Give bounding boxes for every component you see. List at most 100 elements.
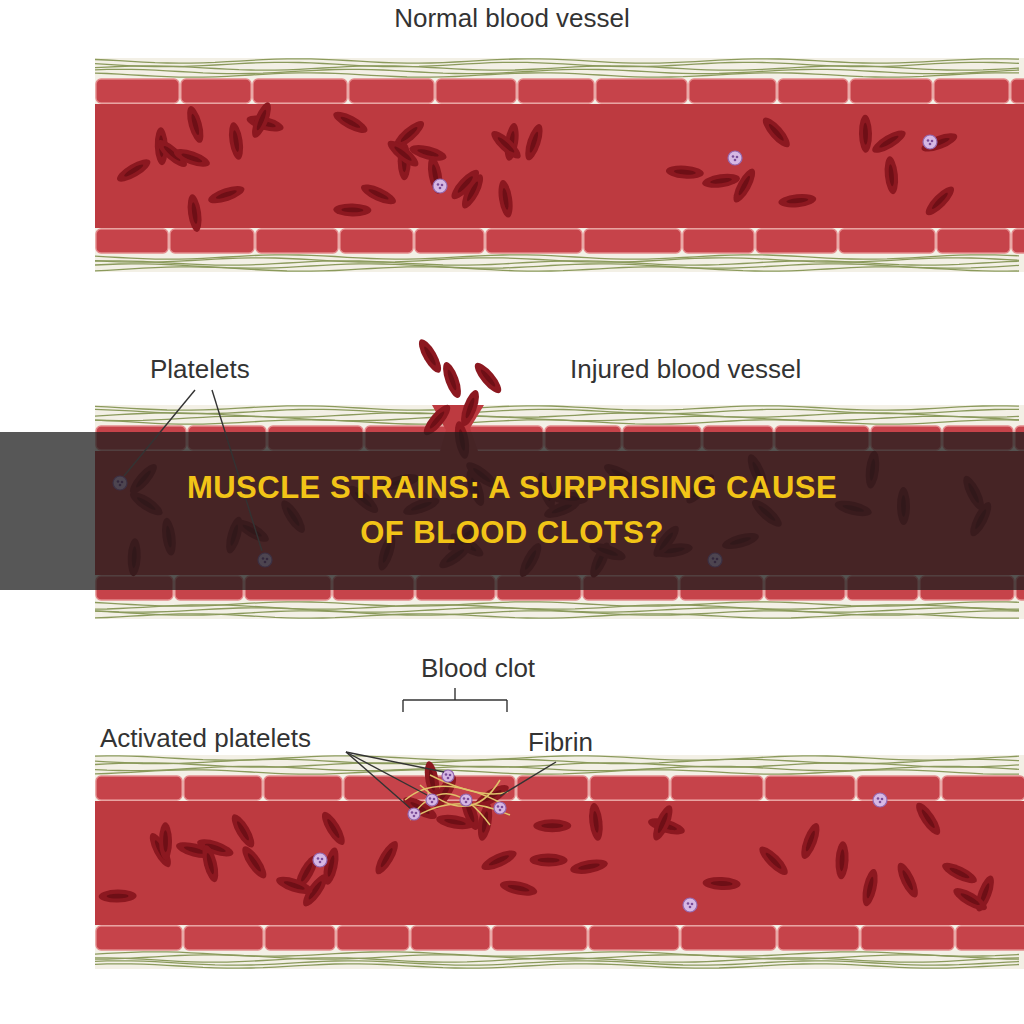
- bracket: [454, 688, 455, 700]
- red-blood-cell-body: [859, 115, 873, 153]
- red-blood-cell-body: [318, 809, 349, 848]
- red-blood-cell: [522, 122, 546, 162]
- blood-clot: [400, 760, 511, 842]
- vessel-lumen: [95, 801, 1024, 925]
- platelet-granule: [927, 139, 930, 142]
- red-blood-cell-center: [246, 852, 262, 873]
- title: MUSCLE STRAINS: A SURPRISING CAUSE OF BL…: [172, 466, 852, 556]
- red-blood-cell-center: [326, 818, 342, 839]
- red-blood-cell: [488, 127, 525, 162]
- red-blood-cell: [227, 121, 246, 161]
- red-blood-cell-center: [163, 830, 168, 852]
- red-blood-cell-center: [786, 197, 808, 204]
- endothelial-cell: [778, 926, 859, 950]
- platelet-granule: [467, 798, 470, 801]
- red-blood-cell: [439, 360, 464, 400]
- platelet: [728, 151, 742, 165]
- red-blood-cell: [530, 853, 568, 866]
- red-blood-cell-body: [759, 114, 794, 151]
- endothelial-cell: [689, 79, 776, 103]
- red-blood-cell-body: [533, 819, 571, 832]
- platelet-granule: [877, 797, 880, 800]
- red-blood-cell-body: [860, 868, 881, 908]
- red-blood-cell: [199, 844, 221, 884]
- platelet-granule: [499, 809, 502, 812]
- red-blood-cell: [499, 878, 539, 899]
- red-blood-cell: [435, 812, 475, 831]
- red-blood-cell-body: [415, 336, 445, 375]
- endothelial-cell: [589, 926, 679, 950]
- red-blood-cell: [729, 166, 759, 206]
- red-blood-cell-center: [488, 854, 510, 867]
- endothelial-cell: [850, 79, 932, 103]
- red-blood-cell-center: [501, 188, 509, 210]
- red-blood-cell: [922, 183, 958, 219]
- label: Normal blood vessel: [394, 4, 630, 34]
- endothelial-cell: [170, 229, 254, 253]
- red-blood-cell-body: [228, 811, 259, 850]
- endothelial-cell: [1012, 229, 1024, 253]
- endothelial-cell: [415, 229, 484, 253]
- red-blood-cell-body: [435, 812, 475, 831]
- muscle-fiber: [95, 614, 1019, 618]
- red-blood-cell-body: [371, 838, 402, 877]
- red-blood-cell-body: [186, 193, 204, 232]
- red-blood-cell: [496, 179, 515, 219]
- red-blood-cell-center: [299, 861, 314, 883]
- red-blood-cell: [331, 108, 371, 137]
- red-blood-cell: [318, 809, 349, 848]
- red-blood-cell: [172, 145, 212, 170]
- endothelial-cell: [264, 776, 342, 800]
- red-blood-cell-body: [195, 836, 235, 860]
- red-blood-cell-center: [804, 830, 816, 852]
- red-blood-cell-body: [159, 822, 172, 860]
- red-blood-cell-center: [538, 858, 560, 863]
- platelet-granule: [433, 798, 436, 801]
- red-blood-cell-center: [464, 397, 476, 419]
- endothelial-cell: [934, 79, 1009, 103]
- red-blood-cell: [860, 868, 881, 908]
- red-blood-cell-center: [541, 823, 563, 828]
- platelet-granule: [437, 183, 440, 186]
- red-blood-cell: [195, 836, 235, 860]
- red-blood-cell: [912, 799, 944, 838]
- muscle-fiber: [95, 770, 1019, 774]
- red-blood-cell: [940, 859, 980, 887]
- endothelial-cell: [96, 926, 182, 950]
- platelet: [426, 794, 438, 806]
- red-blood-cell-body: [729, 166, 759, 206]
- fibrin-strand: [415, 794, 490, 825]
- endothelial-cell: [765, 776, 855, 800]
- red-blood-cell-center: [191, 202, 199, 224]
- red-blood-cell-center: [283, 880, 305, 892]
- bracket: [402, 700, 403, 712]
- red-blood-cell-center: [428, 410, 446, 430]
- red-blood-cell-body: [206, 182, 246, 206]
- red-blood-cell-body: [274, 873, 314, 897]
- endothelial-cell: [96, 776, 182, 800]
- red-blood-cell-center: [959, 892, 980, 907]
- red-blood-cell: [759, 114, 794, 151]
- red-blood-cell: [184, 104, 207, 144]
- red-blood-cell-body: [331, 108, 371, 137]
- endothelial-cell: [436, 79, 516, 103]
- red-blood-cell-center: [865, 876, 874, 899]
- red-blood-cell: [248, 100, 274, 140]
- platelet-granule: [463, 797, 466, 800]
- endothelial-cell: [265, 926, 335, 950]
- red-blood-cell-center: [507, 884, 530, 893]
- red-blood-cell-body: [496, 179, 515, 219]
- red-blood-cell: [894, 860, 922, 900]
- red-blood-cell: [919, 130, 959, 156]
- red-blood-cell: [415, 336, 445, 375]
- vessel-outer: [95, 755, 1024, 969]
- red-blood-cell-center: [422, 345, 437, 366]
- endothelial-cell: [349, 79, 434, 103]
- red-blood-cell-body: [333, 203, 371, 217]
- endothelial-cell: [184, 776, 262, 800]
- red-blood-cell: [99, 889, 137, 903]
- endothelial-cell: [492, 926, 587, 950]
- platelet-granule: [465, 801, 468, 804]
- red-blood-cell-body: [471, 359, 505, 396]
- red-blood-cell: [359, 180, 399, 208]
